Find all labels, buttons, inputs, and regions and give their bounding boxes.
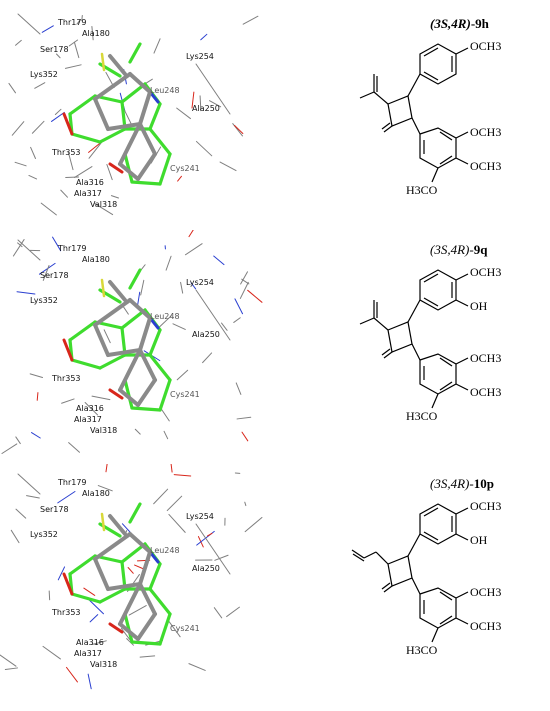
- residue-label: Ala180: [82, 489, 110, 498]
- docking-pose-view: [0, 220, 270, 458]
- top-aryl-ring: [419, 269, 457, 311]
- residue-label: Thr179: [58, 18, 87, 27]
- residue-label: Ala316: [76, 178, 104, 187]
- residue-label: Leu248: [150, 546, 180, 555]
- bottom-aryl-ring: [419, 353, 457, 395]
- methoxy-ring-label-2: OCH3: [470, 159, 501, 173]
- residue-label: Ala250: [192, 104, 220, 113]
- methoxy-ring-label-3: H3CO: [406, 643, 438, 657]
- stereo-descriptor: (3S,4R): [430, 476, 470, 491]
- docking-pose-view: [0, 453, 270, 692]
- residue-label: Ser178: [40, 271, 69, 280]
- isopropenyl-group: [359, 300, 389, 331]
- residue-label: Lys352: [30, 530, 58, 539]
- hydroxy-label: OH: [470, 533, 488, 547]
- beta-lactam-ring: [387, 555, 413, 587]
- compound-title: (3S,4R)-9h: [430, 16, 489, 31]
- top-aryl-ring: [419, 43, 457, 85]
- compound-code: 9h: [475, 16, 489, 31]
- isopropenyl-group: [359, 74, 389, 105]
- residue-label: Val318: [90, 426, 118, 435]
- residue-label: Ala180: [82, 29, 110, 38]
- residue-label: Cys241: [170, 624, 200, 633]
- residue-label: Val318: [90, 660, 118, 669]
- residue-label: Val318: [90, 200, 118, 209]
- residue-label: Thr353: [52, 374, 81, 383]
- chemical-structure: OCH3 OCH3 OCH3 H3CO: [359, 39, 501, 197]
- residue-label: Cys241: [170, 390, 200, 399]
- protein-residue-sticks: [1, 220, 263, 455]
- residue-label: Leu248: [150, 312, 180, 321]
- residue-label: Ala180: [82, 255, 110, 264]
- residue-label: Ala317: [74, 649, 102, 658]
- residue-label: Ser178: [40, 45, 69, 54]
- stereo-descriptor: (3S,4R): [430, 16, 471, 31]
- residue-label: Cys241: [170, 164, 200, 173]
- methoxy-ring-label-1: OCH3: [470, 351, 501, 365]
- methoxy-ring-label-2: OCH3: [470, 619, 501, 633]
- compound-title: (3S,4R)-10p: [430, 476, 494, 491]
- docking-pose-view: [0, 4, 270, 232]
- beta-lactam-ring: [387, 95, 413, 127]
- top-aryl-ring: [419, 503, 457, 545]
- bottom-aryl-ring: [419, 127, 457, 169]
- chemical-structure: OCH3 OH OCH3 OCH3 H3CO: [359, 265, 501, 423]
- residue-label: Ala317: [74, 189, 102, 198]
- compound-title: (3S,4R)-9q: [430, 242, 488, 257]
- bottom-aryl-ring: [419, 587, 457, 629]
- methoxy-ring-label-3: H3CO: [406, 409, 438, 423]
- docking-pose-image: [1, 220, 263, 455]
- residue-label: Ala250: [192, 330, 220, 339]
- methoxy-top-label: OCH3: [470, 265, 501, 279]
- docking-pose-image: [0, 453, 263, 690]
- residue-label: Lys352: [30, 296, 58, 305]
- residue-label: Lys254: [186, 512, 214, 521]
- residue-label: Thr179: [58, 478, 87, 487]
- residue-label: Lys254: [186, 52, 214, 61]
- beta-lactam-ring: [387, 321, 413, 353]
- reference-ligand-sticks: [93, 54, 157, 181]
- compound-code: 9q: [473, 242, 488, 257]
- methoxy-top-label: OCH3: [470, 39, 501, 53]
- ligand-sticks: [62, 502, 172, 646]
- stereo-descriptor: (3S,4R): [430, 242, 470, 257]
- protein-residue-sticks: [0, 453, 263, 690]
- methoxy-ring-label-3: H3CO: [406, 183, 438, 197]
- allyl-group: [351, 549, 389, 565]
- methoxy-ring-label-1: OCH3: [470, 125, 501, 139]
- methoxy-ring-label-1: OCH3: [470, 585, 501, 599]
- ligand-sticks: [62, 268, 172, 412]
- residue-label: Ala316: [76, 404, 104, 413]
- residue-label: Lys352: [30, 70, 58, 79]
- reference-ligand-sticks: [93, 514, 157, 641]
- methoxy-ring-label-2: OCH3: [470, 385, 501, 399]
- residue-label: Thr353: [52, 148, 81, 157]
- residue-label: Ala316: [76, 638, 104, 647]
- residue-label: Ser178: [40, 505, 69, 514]
- docking-pose-image: [8, 13, 259, 216]
- residue-label: Leu248: [150, 86, 180, 95]
- compound-code: 10p: [473, 476, 494, 491]
- residue-label: Thr179: [58, 244, 87, 253]
- residue-label: Lys254: [186, 278, 214, 287]
- reference-ligand-sticks: [93, 280, 157, 407]
- chemical-structure: OCH3 OH OCH3 OCH3 H3CO: [351, 499, 501, 657]
- hydroxy-label: OH: [470, 299, 488, 313]
- methoxy-top-label: OCH3: [470, 499, 501, 513]
- protein-residue-sticks: [8, 13, 259, 216]
- ligand-sticks: [62, 42, 172, 186]
- residue-label: Ala317: [74, 415, 102, 424]
- residue-label: Thr353: [52, 608, 81, 617]
- residue-label: Ala250: [192, 564, 220, 573]
